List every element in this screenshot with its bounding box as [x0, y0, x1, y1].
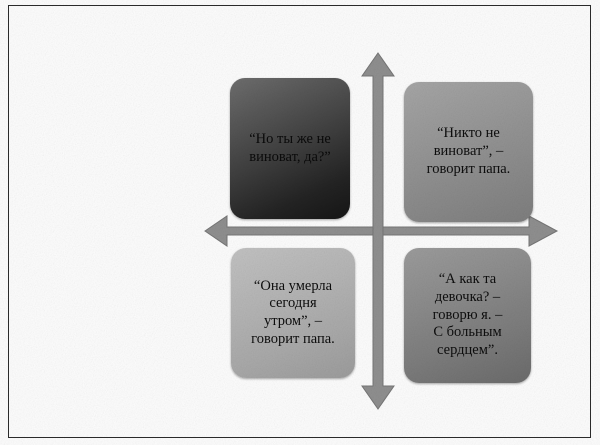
quadrant-text-bottom-right: “А как та девочка? – говорю я. – С больн…	[432, 271, 503, 359]
quadrant-box-bottom-right[interactable]: “А как та девочка? – говорю я. – С больн…	[404, 248, 531, 383]
quadrant-box-bottom-left[interactable]: “Она умерла сегодня утром”, – говорит па…	[231, 248, 355, 378]
quadrant-text-top-left: “Но ты же не виноват, да?”	[249, 130, 331, 165]
quadrant-box-top-right[interactable]: “Никто не виноват”, – говорит папа.	[404, 82, 533, 222]
quadrant-text-top-right: “Никто не виноват”, – говорит папа.	[426, 125, 511, 177]
quadrant-text-bottom-left: “Она умерла сегодня утром”, – говорит па…	[251, 277, 335, 347]
quadrant-box-top-left[interactable]: “Но ты же не виноват, да?”	[230, 78, 350, 219]
